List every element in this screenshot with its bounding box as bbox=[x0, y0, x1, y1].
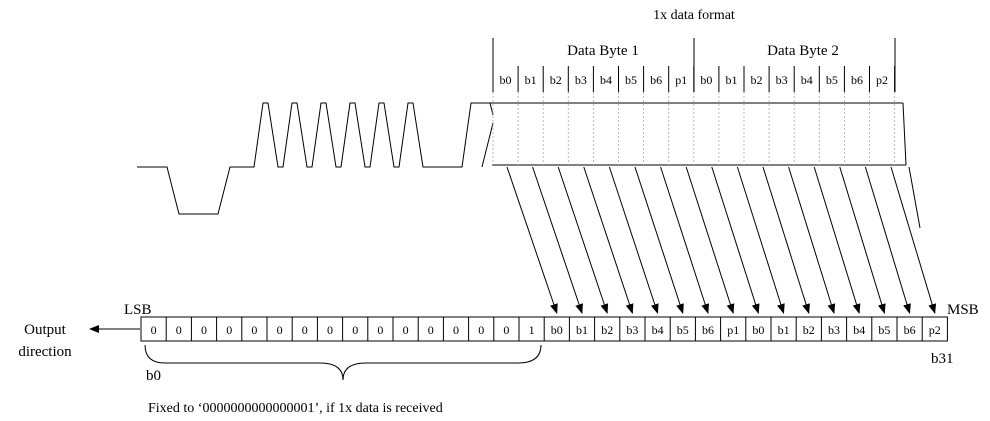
register-data-cell: b3 bbox=[828, 323, 840, 337]
register-fixed-cell: 0 bbox=[151, 323, 157, 337]
header-bit-cell: b0 bbox=[500, 73, 512, 87]
header-bit-cell: b5 bbox=[625, 73, 637, 87]
bit-mapping-arrows bbox=[506, 166, 937, 314]
header-bit-cell: b2 bbox=[550, 73, 562, 87]
header-bit-cell: b4 bbox=[600, 73, 612, 87]
bit-mapping-arrow bbox=[762, 166, 810, 314]
header-bit-cell: b4 bbox=[801, 73, 813, 87]
header-bit-row: b0 b1 b2 b3 b4 b5 b6 p1 b0 b1 b2 b3 b4 b5 b6 p2 bbox=[492, 66, 896, 92]
group-label-data-byte-2: Data Byte 2 bbox=[767, 43, 839, 59]
register-data-cell: p2 bbox=[929, 323, 941, 337]
register-data-cell: b3 bbox=[626, 323, 638, 337]
bit-mapping-arrow bbox=[839, 166, 886, 314]
data-envelope-fall bbox=[902, 102, 907, 166]
register-fixed-cell: 0 bbox=[302, 323, 308, 337]
bit-guide-lines bbox=[492, 92, 895, 165]
register-data-cell: b5 bbox=[677, 323, 689, 337]
register-fixed-cell: 0 bbox=[453, 323, 459, 337]
bit-mapping-arrow bbox=[736, 166, 785, 314]
bit-mapping-arrow bbox=[660, 166, 710, 314]
register-data-cell: b1 bbox=[576, 323, 588, 337]
signal-waveform bbox=[137, 102, 494, 215]
msb-label: MSB bbox=[947, 302, 979, 318]
data-envelope-rise bbox=[481, 122, 494, 168]
register-fixed-cell: 0 bbox=[277, 323, 283, 337]
output-label-line1: Output bbox=[24, 322, 67, 338]
register-start-bit-label: b0 bbox=[146, 368, 161, 384]
register-data-cell: b4 bbox=[853, 323, 865, 337]
register-fixed-cell: 0 bbox=[176, 323, 182, 337]
register-fixed-cell: 0 bbox=[327, 323, 333, 337]
header-bit-cell: p1 bbox=[675, 73, 687, 87]
bit-mapping-arrow bbox=[685, 166, 735, 314]
register-fixed-cell: 0 bbox=[403, 323, 409, 337]
header-bit-cell: b5 bbox=[826, 73, 838, 87]
register-data-cell: b6 bbox=[904, 323, 916, 337]
register-data-cell: b0 bbox=[551, 323, 563, 337]
fixed-cells-brace bbox=[144, 344, 542, 381]
register-data-cell: b6 bbox=[702, 323, 714, 337]
register-data-cell: b5 bbox=[878, 323, 890, 337]
header-bit-cell: b3 bbox=[575, 73, 587, 87]
bit-mapping-arrow bbox=[711, 166, 760, 314]
header-bit-cell: p2 bbox=[876, 73, 888, 87]
header-bit-cell: b1 bbox=[525, 73, 537, 87]
register-fixed-cell: 0 bbox=[503, 323, 509, 337]
register-fixed-cell: 0 bbox=[226, 323, 232, 337]
header-bit-cell: b3 bbox=[776, 73, 788, 87]
register-fixed-cell: 0 bbox=[251, 323, 257, 337]
lsb-label: LSB bbox=[124, 302, 152, 318]
register-fixed-cell: 0 bbox=[352, 323, 358, 337]
bit-mapping-arrow bbox=[890, 166, 937, 314]
register-data-cell: b0 bbox=[752, 323, 764, 337]
bit-mapping-arrow bbox=[634, 166, 684, 314]
register-fixed-cell: 0 bbox=[201, 323, 207, 337]
bit-mapping-arrow bbox=[557, 166, 609, 314]
diagram-title: 1x data format bbox=[653, 8, 735, 23]
register-data-cell: p1 bbox=[727, 323, 739, 337]
register-row: 0 0 0 0 0 0 0 0 0 0 0 0 0 0 0 1 b0 b1 b2 b3 b4 b5 b6 p1 b0 b1 b2 b3… bbox=[140, 316, 948, 342]
header-bit-cell: b6 bbox=[650, 73, 662, 87]
header-bit-cell: b2 bbox=[751, 73, 763, 87]
register-fixed-cell: 1 bbox=[529, 323, 535, 337]
register-fixed-cell: 0 bbox=[428, 323, 434, 337]
register-data-cell: b1 bbox=[778, 323, 790, 337]
group-label-data-byte-1: Data Byte 1 bbox=[567, 43, 639, 59]
bit-mapping-arrow bbox=[788, 166, 836, 314]
bit-mapping-arrow bbox=[583, 166, 634, 314]
bit-mapping-arrow bbox=[532, 166, 583, 314]
register-fixed-cell: 0 bbox=[377, 323, 383, 337]
output-label-line2: direction bbox=[18, 344, 72, 360]
register-data-cell: b2 bbox=[803, 323, 815, 337]
bit-mapping-arrow bbox=[608, 166, 659, 314]
bit-mapping-arrow bbox=[813, 166, 861, 314]
fixed-value-note: Fixed to ‘0000000000000001’, if 1x data … bbox=[148, 401, 443, 416]
register-end-bit-label: b31 bbox=[931, 351, 954, 367]
header-bit-cell: b1 bbox=[725, 73, 737, 87]
register-data-cell: b4 bbox=[652, 323, 664, 337]
bit-mapping-arrow bbox=[506, 166, 558, 314]
register-data-cell: b2 bbox=[601, 323, 613, 337]
header-bit-cell: b6 bbox=[851, 73, 863, 87]
bit-mapping-arrow bbox=[864, 166, 911, 314]
trailing-mapping-line bbox=[908, 166, 921, 229]
register-fixed-cell: 0 bbox=[478, 323, 484, 337]
header-bit-cell: b0 bbox=[700, 73, 712, 87]
